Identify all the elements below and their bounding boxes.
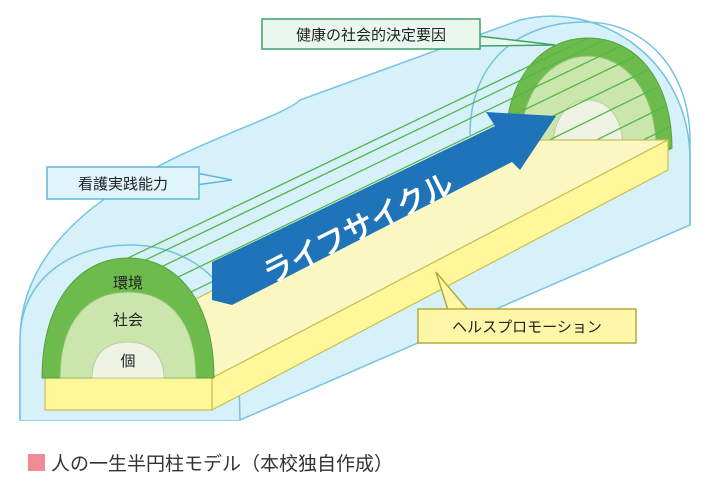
social-determinants-label: 健康の社会的決定要因 xyxy=(296,26,446,44)
front-society-ring xyxy=(59,291,197,379)
health-promotion-label: ヘルスプロモーション xyxy=(452,318,602,336)
callout-health-promotion: ヘルスプロモーション xyxy=(417,271,637,344)
green-connecting-line xyxy=(127,37,589,259)
society-label: 社会 xyxy=(113,311,143,329)
green-connecting-line xyxy=(175,55,635,279)
front-individual-core xyxy=(91,341,165,379)
callout-nursing-competency: 看護実践能力 xyxy=(46,166,233,200)
green-connecting-line xyxy=(160,45,621,268)
callout-social-determinants: 健康の社会的決定要因 xyxy=(261,18,556,50)
front-rings xyxy=(41,257,215,379)
caption-text: 人の一生半円柱モデル（本校独自作成） xyxy=(51,452,394,475)
lifecycle-arrow-shape xyxy=(212,112,556,305)
caption-square-icon xyxy=(28,453,45,471)
callout-social-determinants-box xyxy=(261,18,481,50)
green-connecting-line xyxy=(144,39,605,261)
environment-label: 環境 xyxy=(113,274,143,292)
callout-nursing-competency-box xyxy=(46,166,200,200)
callout-health-promotion-box xyxy=(417,308,637,344)
figure-caption: 人の一生半円柱モデル（本校独自作成） xyxy=(28,449,393,475)
outer-tube-back-arch xyxy=(469,21,691,225)
nursing-competency-label: 看護実践能力 xyxy=(78,175,168,193)
individual-label: 個 xyxy=(120,352,135,370)
platform-front-surface xyxy=(44,377,213,411)
